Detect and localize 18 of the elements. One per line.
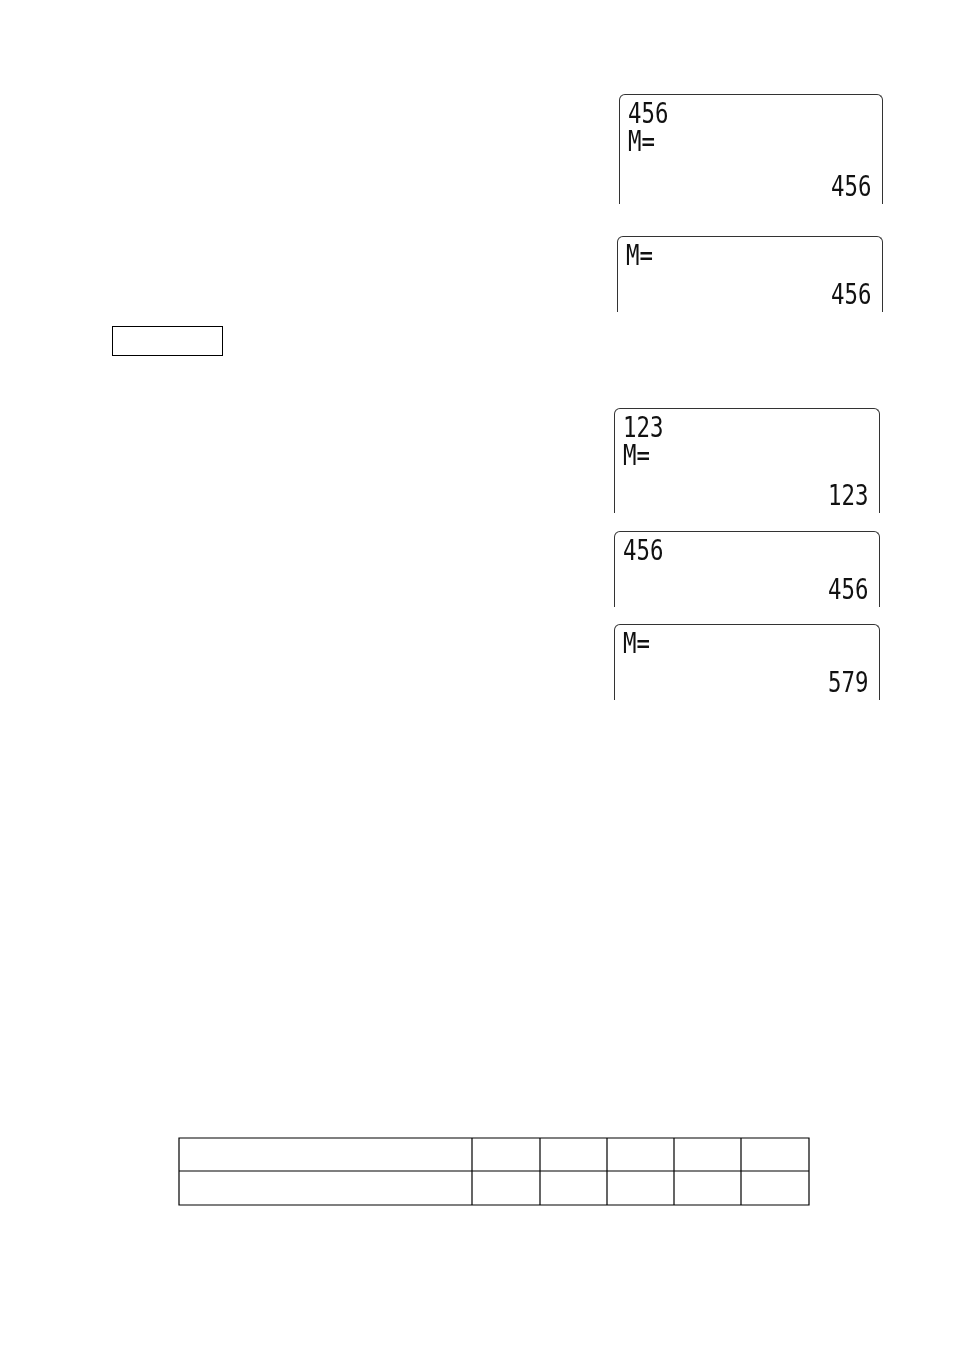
display-text: 456 [828,575,869,605]
display-panel [614,624,880,700]
display-text: M= [623,441,650,471]
display-panel [617,236,883,312]
display-panel [614,531,880,607]
display-text: 579 [828,668,869,698]
display-text: 456 [831,280,872,310]
display-panel [614,408,880,513]
display-text: M= [628,127,655,157]
key-box [112,326,223,356]
display-text: 456 [628,99,669,129]
display-text: M= [626,241,653,271]
display-text: M= [623,629,650,659]
display-text: 456 [623,536,664,566]
display-text: 123 [828,481,869,511]
display-panel [619,94,883,204]
display-text: 123 [623,413,664,443]
display-text: 456 [831,172,872,202]
